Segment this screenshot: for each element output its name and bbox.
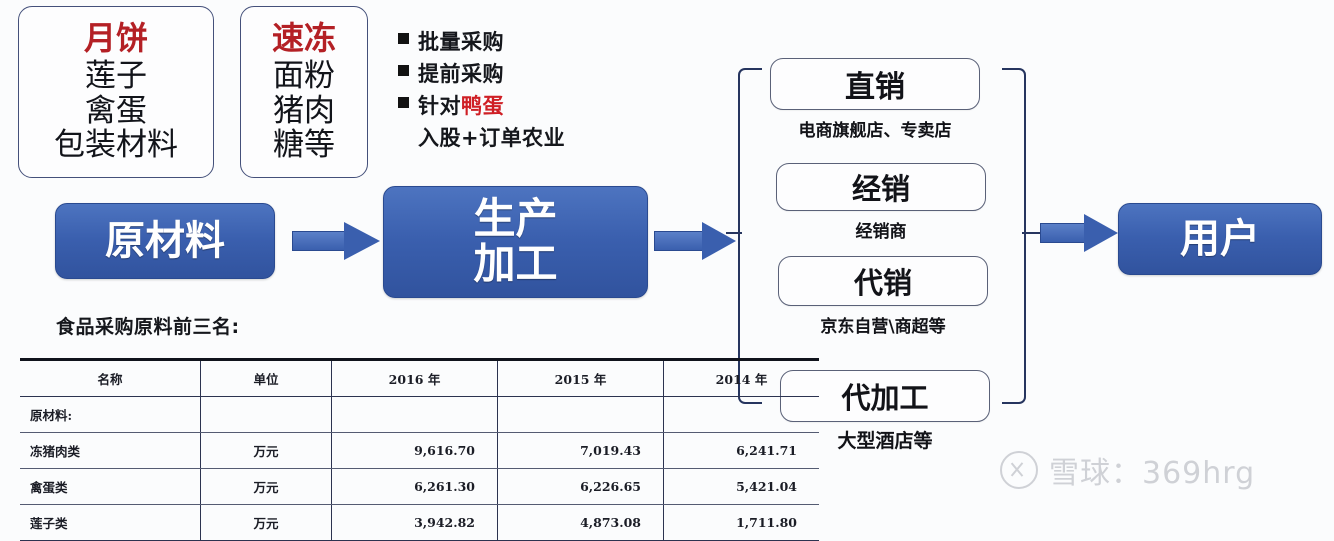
ingredient-card-mooncake: 月饼 莲子 禽蛋 包装材料 (18, 6, 214, 178)
arrow-production-to-channels (654, 222, 740, 260)
table-header-cell: 2015 年 (497, 358, 664, 397)
channel-caption-direct-sales: 电商旗舰店、专卖店 (798, 121, 952, 141)
table-cell-2016 (331, 396, 498, 433)
table-header-cell: 名称 (20, 358, 201, 397)
table-header-cell: 2016 年 (331, 358, 498, 397)
ingredient-line: 包装材料 (54, 127, 178, 164)
square-bullet-icon (398, 97, 409, 108)
channel-name: 直销 (845, 70, 905, 105)
process-box-production: 生产 加工 (383, 186, 648, 298)
ingredient-line: 莲子 (85, 57, 147, 94)
bullet-item: 针对鸭蛋 (398, 90, 698, 120)
watermark-text: 雪球：369hrg (1049, 456, 1256, 491)
process-box-label: 原材料 (105, 217, 225, 264)
channel-bracket-left-stub (726, 232, 742, 235)
table-header-row: 名称 单位 2016 年 2015 年 2014 年 (20, 358, 819, 397)
table-cell-name: 冻猪肉类 (20, 432, 201, 469)
table-cell-name: 禽蛋类 (20, 468, 201, 505)
ingredient-line: 面粉 (273, 57, 335, 94)
table-row: 原材料: (20, 396, 819, 433)
table-cell-name: 原材料: (20, 396, 201, 433)
channel-bracket-right-stub (1022, 232, 1042, 235)
channel-name: 经销 (851, 172, 910, 206)
table-title: 食品采购原料前三名: (56, 316, 240, 338)
channel-caption-distribution: 经销商 (855, 222, 907, 242)
channel-caption-consignment: 京东自营\商超等 (820, 317, 946, 337)
table-row: 莲子类 万元 3,942.82 4,873.08 1,711.80 (20, 504, 819, 541)
table-cell-2016: 3,942.82 (331, 504, 498, 541)
bullet-label: 提前采购 (418, 62, 504, 86)
bullet-subline: 入股+订单农业 (418, 126, 566, 150)
table-header-cell: 2014 年 (663, 358, 819, 397)
table-cell-2016: 9,616.70 (331, 432, 498, 469)
table-cell-2015: 6,226.65 (497, 468, 664, 505)
arrow-raw-to-production (292, 222, 382, 260)
bullet-label: 批量采购 (418, 30, 504, 54)
process-box-label-line2: 加工 (473, 239, 558, 288)
ingredient-card-frozen: 速冻 面粉 猪肉 糖等 (240, 6, 368, 178)
bullet-highlight: 鸭蛋 (461, 94, 504, 118)
table-cell-2014 (663, 396, 819, 433)
process-box-label: 用户 (1180, 215, 1260, 262)
channel-name: 代销 (853, 266, 912, 300)
channel-box-distribution: 经销 (776, 163, 986, 211)
table-header-cell: 单位 (200, 358, 332, 397)
table-cell-2016: 6,261.30 (331, 468, 498, 505)
arrow-channels-to-user (1040, 214, 1122, 252)
ingredient-card-title: 月饼 (83, 19, 148, 57)
table-cell-2015: 7,019.43 (497, 432, 664, 469)
table-cell-unit: 万元 (200, 468, 332, 505)
bullet-prefix: 针对 (418, 94, 461, 118)
table-cell-2014: 6,241.71 (663, 432, 819, 469)
table-cell-2014: 1,711.80 (663, 504, 819, 541)
table-cell-name: 莲子类 (20, 504, 201, 541)
procurement-bullet-list: 批量采购 提前采购 针对鸭蛋 入股+订单农业 (398, 26, 698, 152)
table-row: 禽蛋类 万元 6,261.30 6,226.65 5,421.04 (20, 468, 819, 505)
table-cell-unit: 万元 (200, 504, 332, 541)
channel-box-consignment: 代销 (778, 256, 988, 306)
process-box-label-line1: 生产 (473, 194, 558, 244)
process-box-raw-material: 原材料 (55, 203, 275, 279)
square-bullet-icon (398, 33, 409, 44)
table-cell-2014: 5,421.04 (663, 468, 819, 505)
process-box-user: 用户 (1118, 203, 1322, 275)
channel-caption-oem: 大型酒店等 (837, 430, 933, 452)
bullet-item: 提前采购 (398, 58, 698, 88)
watermark: 雪球：369hrg (1000, 448, 1255, 492)
table-cell-unit: 万元 (200, 432, 332, 469)
ingredient-line: 禽蛋 (85, 92, 147, 129)
table-row: 冻猪肉类 万元 9,616.70 7,019.43 6,241.71 (20, 432, 819, 469)
ingredient-line: 猪肉 (273, 92, 335, 129)
xueqiu-logo-icon (1000, 451, 1038, 489)
table-cell-2015 (497, 396, 664, 433)
bullet-item: 批量采购 (398, 26, 698, 56)
table-cell-2015: 4,873.08 (497, 504, 664, 541)
channel-box-direct-sales: 直销 (770, 58, 980, 110)
bullet-label: 针对鸭蛋 (418, 90, 504, 120)
channel-name: 代加工 (841, 381, 929, 415)
square-bullet-icon (398, 65, 409, 76)
ingredient-line: 糖等 (273, 127, 335, 164)
ingredient-card-title: 速冻 (271, 19, 336, 57)
table-cell-unit (200, 396, 332, 433)
diagram-canvas: 月饼 莲子 禽蛋 包装材料 速冻 面粉 猪肉 糖等 批量采购 提前采购 针对鸭蛋… (0, 0, 1334, 514)
channel-bracket-right (1002, 68, 1026, 404)
process-box-label: 生产 加工 (473, 197, 557, 286)
